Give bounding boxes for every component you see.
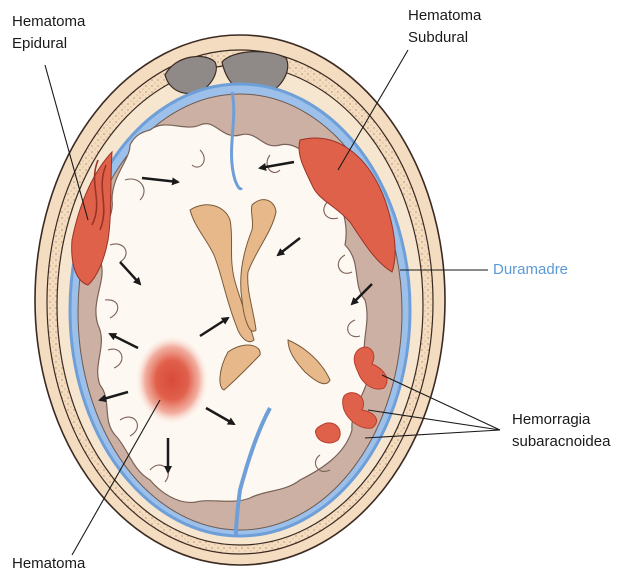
- label-epidural-line2: Epidural: [12, 34, 67, 53]
- label-epidural-line1: Hematoma: [12, 12, 85, 31]
- intracerebral-hematoma: [136, 336, 208, 424]
- label-intracerebral-line1: Hematoma: [12, 554, 85, 573]
- label-subarachnoid-line1: Hemorragia: [512, 410, 590, 429]
- label-subdural-line2: Subdural: [408, 28, 468, 47]
- label-subdural-line1: Hematoma: [408, 6, 481, 25]
- label-duramadre: Duramadre: [493, 260, 568, 279]
- label-subarachnoid-line2: subaracnoidea: [512, 432, 610, 451]
